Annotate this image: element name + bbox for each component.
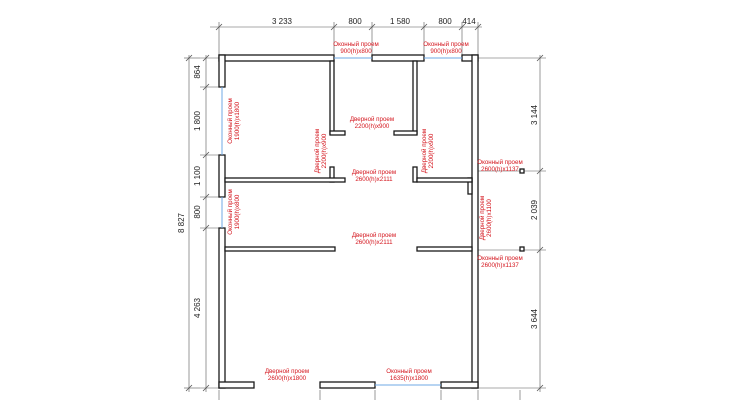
window-right-2-size: 2600(h)x1137 <box>481 262 519 269</box>
bottom-extension-lines <box>218 390 521 400</box>
right-dim-2: 2 039 <box>530 199 539 220</box>
left-total-dimension: 8 827 <box>177 54 200 392</box>
door-center-top-title: Дверной проем <box>350 116 394 123</box>
door-mid-2-size: 2600(h)x2111 <box>355 239 393 246</box>
door-center-top-size: 2200(h)x900 <box>355 123 390 130</box>
wall-inner-vertical-left <box>329 60 335 135</box>
door-left-vertical-title: Дверной проем <box>314 129 321 173</box>
wall-left-1 <box>218 54 226 88</box>
wall-right <box>471 54 479 389</box>
wall-bottom-right <box>440 381 479 389</box>
top-dim-3: 1 580 <box>390 17 411 26</box>
left-dim-4: 800 <box>193 205 202 219</box>
wall-left-2 <box>218 154 226 198</box>
wall-inner-vertical-right-lower <box>412 166 418 183</box>
left-dimension-chain: 864 1 800 1 100 800 4 263 <box>193 54 222 392</box>
window-right-1-size: 2600(h)x1137 <box>481 166 519 173</box>
wall-horizontal-2-right <box>416 246 473 252</box>
door-mid-1-title: Дверной проем <box>352 169 396 176</box>
top-dim-2: 800 <box>348 17 362 26</box>
right-dim-3: 3 644 <box>530 308 539 329</box>
window-top-1-title: Оконный проем <box>333 41 378 48</box>
door-right-side-title: Дверной проем <box>479 196 486 240</box>
wall-bottom-middle <box>319 381 376 389</box>
door-mid-2-title: Дверной проем <box>352 232 396 239</box>
wall-top-middle <box>371 54 425 62</box>
wall-stub-left <box>329 130 346 136</box>
window-top-2-title: Оконный проем <box>423 41 468 48</box>
window-right-1-title: Оконный проем <box>477 159 522 166</box>
wall-inner-vertical-right <box>412 60 418 135</box>
marker-right-1 <box>519 168 525 174</box>
window-bottom-title: Оконный проем <box>386 368 431 375</box>
wall-horizontal-1-right <box>416 177 473 183</box>
left-dim-2: 1 800 <box>193 110 202 131</box>
opening-labels: Оконный проем 900(h)x800 Оконный проем 9… <box>227 41 523 382</box>
left-dim-5: 4 263 <box>193 297 202 318</box>
left-total-dim: 8 827 <box>177 212 186 233</box>
marker-right-2 <box>519 246 525 252</box>
right-dim-1: 3 144 <box>530 104 539 125</box>
top-dim-5: 414 <box>462 17 476 26</box>
door-mid-1-size: 2600(h)x2111 <box>355 176 393 183</box>
door-bottom-size: 2600(h)x1800 <box>268 375 307 382</box>
window-glazing <box>221 57 462 386</box>
wall-horizontal-1-left <box>224 177 346 183</box>
left-dim-1: 864 <box>193 65 202 79</box>
window-top-2-size: 900(h)x800 <box>430 48 462 55</box>
window-bottom-size: 1635(h)x1800 <box>390 375 429 382</box>
window-left-2-title: Оконный проем <box>227 189 234 234</box>
wall-stub-right <box>393 130 418 136</box>
walls <box>218 54 525 389</box>
wall-top-left <box>218 54 335 62</box>
wall-horizontal-2-left <box>224 246 336 252</box>
door-right-vertical-size: 2200(h)x900 <box>428 133 435 168</box>
window-top-1-size: 900(h)x800 <box>340 48 372 55</box>
top-dim-4: 800 <box>438 17 452 26</box>
window-left-2-size: 1900(h)x800 <box>234 194 241 229</box>
top-dim-1: 3 233 <box>272 17 293 26</box>
window-left-1-size: 1900(h)x1800 <box>234 101 241 140</box>
door-left-vertical-size: 2200(h)x900 <box>321 133 328 168</box>
door-bottom-title: Дверной проем <box>265 368 309 375</box>
door-right-vertical-title: Дверной проем <box>421 129 428 173</box>
wall-left-3 <box>218 227 226 389</box>
door-right-side-size: 2600(h)x1100 <box>486 199 493 237</box>
window-left-1-title: Оконный проем <box>227 98 234 143</box>
window-right-2-title: Оконный проем <box>477 255 522 262</box>
top-dimension-chain: 3 233 800 1 580 800 414 <box>210 17 482 58</box>
right-dimension-chain: 3 144 2 039 3 644 <box>478 54 546 392</box>
left-dim-3: 1 100 <box>193 165 202 186</box>
wall-bottom-left <box>218 381 255 389</box>
